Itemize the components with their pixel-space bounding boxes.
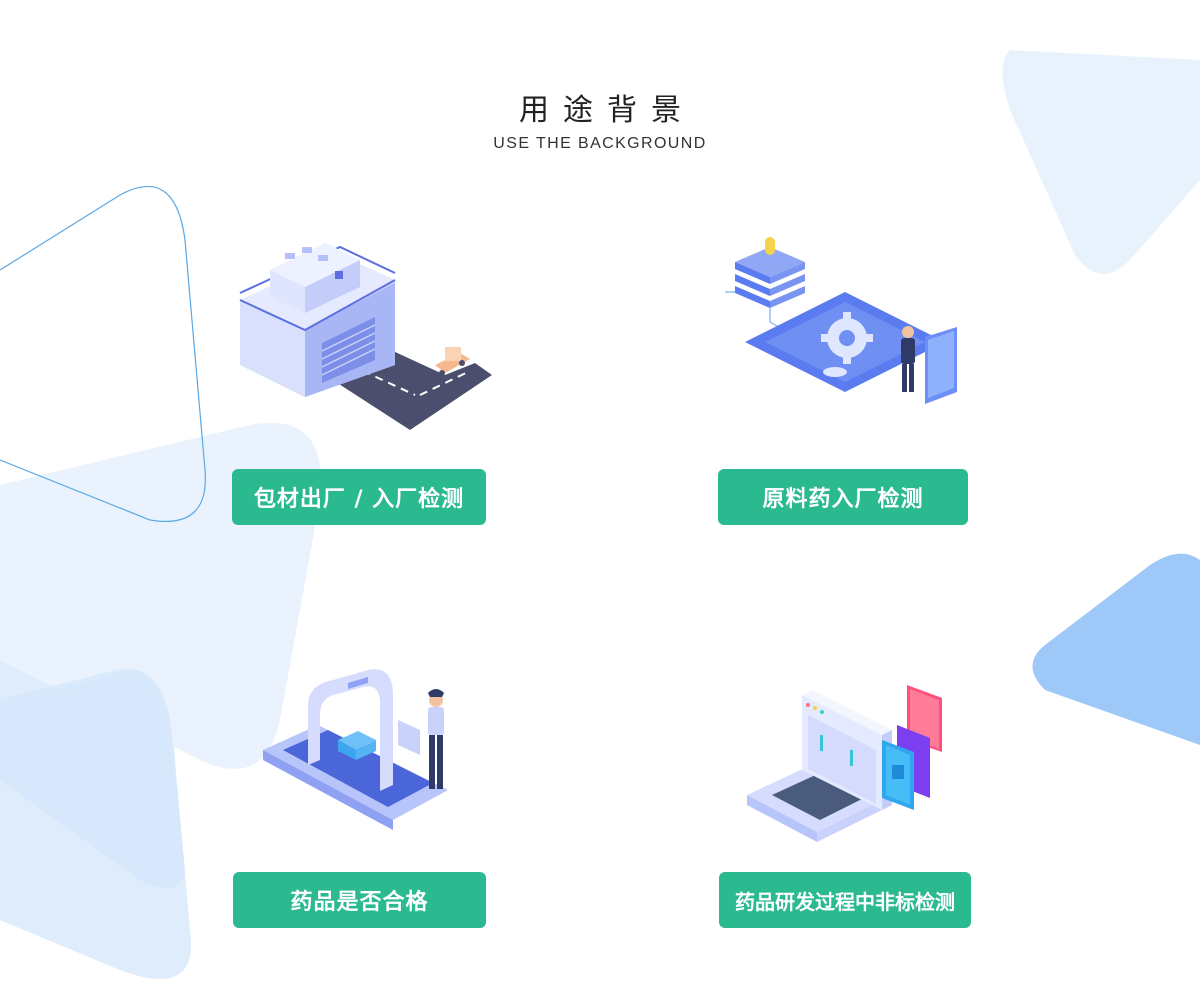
data-platform-icon (725, 237, 957, 404)
page-title: 用途背景 (519, 93, 695, 128)
card-label-drug-quality[interactable]: 药品是否合格 (233, 872, 486, 928)
card-label-raw-material[interactable]: 原料药入厂检测 (718, 469, 968, 525)
computer-testing-icon (747, 685, 942, 842)
security-scanner-icon (263, 669, 448, 830)
factory-loading-icon (239, 243, 492, 430)
page-subtitle: USE THE BACKGROUND (493, 135, 707, 152)
card-label-rnd-testing[interactable]: 药品研发过程中非标检测 (719, 872, 971, 928)
section-header: 用途背景 USE THE BACKGROUND (0, 92, 1200, 154)
card-label-packaging[interactable]: 包材出厂 / 入厂检测 (232, 469, 486, 525)
